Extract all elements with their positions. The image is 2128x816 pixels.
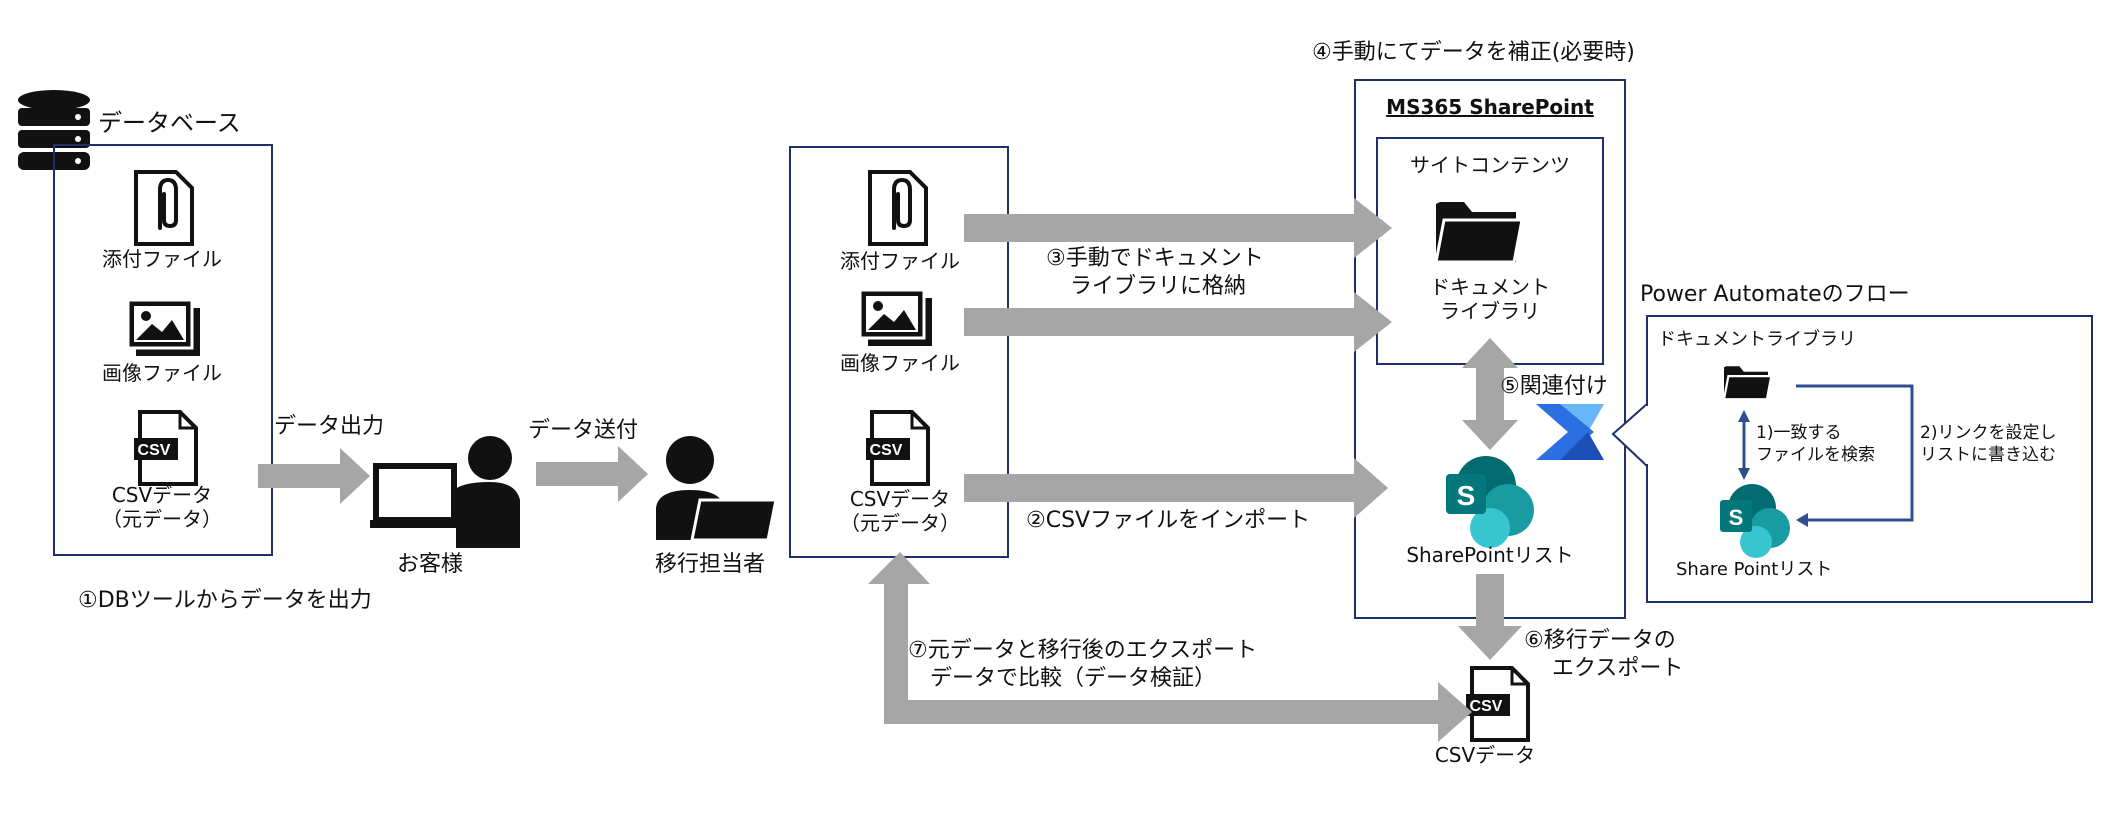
- sharepoint-title: MS365 SharePoint: [1386, 95, 1594, 119]
- step6-line1: ⑥移行データの: [1524, 628, 1676, 653]
- image-file-label: 画像ファイル: [840, 351, 960, 375]
- attachment-file-icon: [868, 170, 928, 246]
- folder-icon: [1722, 366, 1773, 401]
- compare-arrow: [868, 552, 1472, 742]
- link-arrow: [1462, 338, 1518, 450]
- data-send-arrow: [536, 446, 648, 502]
- image-file-icon: [126, 298, 202, 358]
- step3-line1: ③手動でドキュメント: [1046, 246, 1264, 271]
- image-file-label: 画像ファイル: [102, 361, 222, 385]
- pa-link-line2: リストに書き込む: [1920, 445, 2056, 465]
- csv-data-label: CSVデータ: [111, 483, 213, 507]
- pa-sharepoint-list-label: Share Pointリスト: [1676, 559, 1833, 580]
- power-automate-title: Power Automateのフロー: [1640, 282, 1910, 307]
- callout-pointer: [1611, 401, 1648, 469]
- sharepoint-icon: S: [1720, 484, 1790, 558]
- sharepoint-list-label: SharePointリスト: [1406, 543, 1574, 567]
- csv-badge-label: CSV: [870, 442, 903, 459]
- image-store-arrow: [964, 292, 1392, 352]
- step5-label: ⑤関連付け: [1500, 374, 1608, 399]
- step6-line2: エクスポート: [1552, 656, 1684, 681]
- migration-staff-label: 移行担当者: [654, 552, 765, 577]
- site-contents-label: サイトコンテンツ: [1410, 153, 1570, 177]
- attachment-file-icon: [134, 170, 194, 246]
- pa-search-line2: ファイルを検索: [1756, 445, 1875, 465]
- power-automate-icon: [1536, 404, 1604, 460]
- document-library-line2: ライブラリ: [1440, 299, 1540, 323]
- attachment-store-arrow: [964, 198, 1392, 258]
- pa-doc-library-label: ドキュメントライブラリ: [1658, 329, 1856, 350]
- pa-link-arrow: [1796, 384, 1914, 527]
- data-send-label: データ送付: [528, 418, 639, 443]
- csv-data-sublabel: （元データ）: [840, 511, 960, 535]
- data-output-label: データ出力: [274, 414, 385, 439]
- step1-label: ①DBツールからデータを出力: [78, 588, 372, 613]
- pa-search-arrow: [1738, 410, 1750, 480]
- database-box: [53, 144, 273, 556]
- csv-badge-label: CSV: [138, 442, 171, 459]
- folder-icon: [1434, 200, 1524, 264]
- csv-badge-label: CSV: [1470, 698, 1503, 715]
- step7-line2: データで比較（データ検証）: [930, 666, 1217, 691]
- sharepoint-letter: S: [1729, 505, 1744, 530]
- sharepoint-icon: S: [1446, 456, 1534, 548]
- attachment-file-label: 添付ファイル: [102, 247, 222, 271]
- step2-label: ②CSVファイルをインポート: [1026, 508, 1311, 533]
- export-arrow: [1458, 574, 1522, 660]
- migration-staff-icon: [656, 436, 778, 542]
- attachment-file-label: 添付ファイル: [840, 249, 960, 273]
- sharepoint-letter: S: [1457, 480, 1476, 511]
- customer-icon: [370, 436, 520, 548]
- csv-import-arrow: [964, 458, 1388, 518]
- data-output-arrow: [258, 448, 370, 504]
- document-library-line1: ドキュメント: [1430, 275, 1550, 299]
- csv-data-sublabel: （元データ）: [102, 507, 222, 531]
- database-title: データベース: [98, 109, 241, 137]
- customer-label: お客様: [396, 552, 463, 577]
- step7-line1: ⑦元データと移行後のエクスポート: [908, 638, 1258, 663]
- pa-link-line1: 2)リンクを設定し: [1920, 423, 2057, 443]
- csv-export-label: CSVデータ: [1434, 743, 1536, 767]
- step4-label: ④手動にてデータを補正(必要時): [1312, 40, 1635, 65]
- pa-search-line1: 1)一致する: [1756, 423, 1842, 443]
- step3-line2: ライブラリに格納: [1070, 274, 1247, 299]
- image-file-icon: [858, 288, 934, 348]
- csv-data-label: CSVデータ: [849, 487, 951, 511]
